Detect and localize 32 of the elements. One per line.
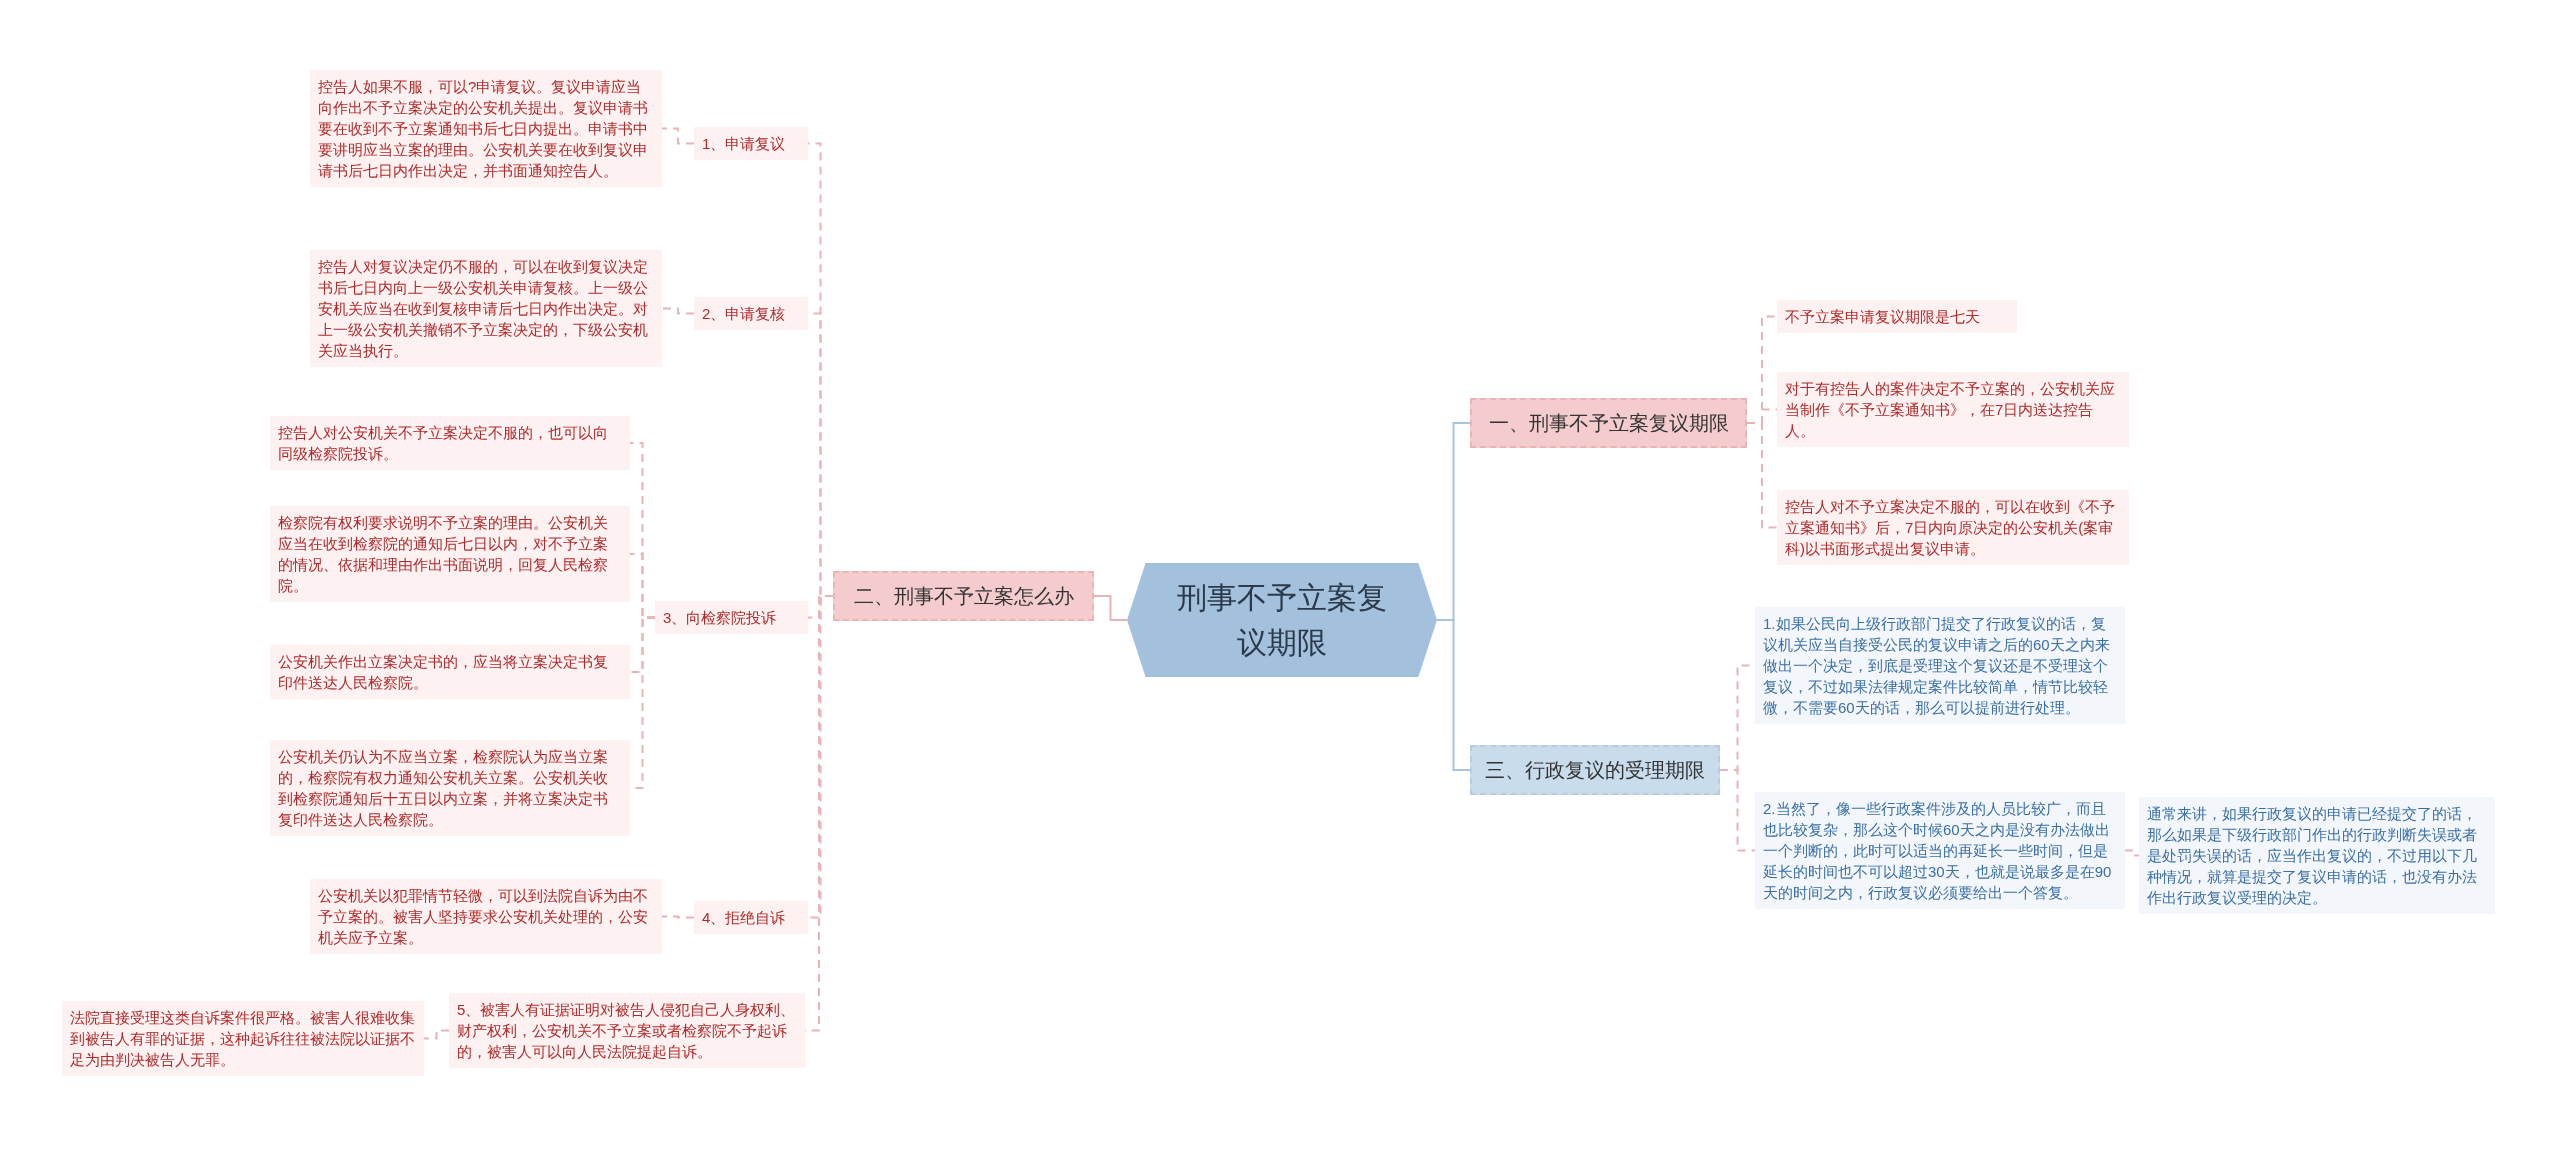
- text-card: 2.当然了，像一些行政案件涉及的人员比较广，而且也比较复杂，那么这个时候60天之内是没有办法做出一个判断的，此时可以适当的再延长一些时间，但是延长的时间也不可以超过30天，也就是说最多是在90天的时间之内，行政复议必须要给出一个答复。: [1755, 792, 2125, 909]
- text-card: 不予立案申请复议期限是七天: [1777, 300, 2017, 333]
- branch-topic: 三、行政复议的受理期限: [1470, 745, 1720, 795]
- text-card: 控告人如果不服，可以?申请复议。复议申请应当向作出不予立案决定的公安机关提出。复议申请书要在收到不予立案通知书后七日内提出。申请书中要讲明应当立案的理由。公安机关要在收到复议申请书后七日内作出决定，并书面通知控告人。: [310, 70, 662, 187]
- text-card: 对于有控告人的案件决定不予立案的，公安机关应当制作《不予立案通知书》，在7日内送达控告人。: [1777, 372, 2129, 447]
- text-card: 法院直接受理这类自诉案件很严格。被害人很难收集到被告人有罪的证据，这种起诉往往被法院以证据不足为由判决被告人无罪。: [62, 1001, 424, 1076]
- text-card: 3、向检察院投诉: [655, 601, 808, 634]
- text-card: 5、被害人有证据证明对被告人侵犯自己人身权利、财产权利，公安机关不予立案或者检察院不予起诉的，被害人可以向人民法院提起自诉。: [449, 993, 805, 1068]
- connector-line: [423, 1029, 450, 1040]
- connector-line: [2124, 849, 2140, 857]
- text-card: 1.如果公民向上级行政部门提交了行政复议的话，复议机关应当自接受公民的复议申请之后的60天之内来做出一个决定，到底是受理这个复议还是不受理这个复议，不过如果法律规定案件比较简单，情节比较轻微，不需要60天的话，那么可以提前进行处理。: [1755, 607, 2125, 724]
- connector-line: [661, 915, 695, 919]
- connector-line: [1719, 769, 1756, 852]
- branch-topic: 二、刑事不予立案怎么办: [833, 571, 1094, 621]
- text-card: 公安机关以犯罪情节轻微，可以到法院自诉为由不予立案的。被害人坚持要求公安机关处理的，公安机关应予立案。: [310, 879, 662, 954]
- central-topic: 刑事不予立案复议期限: [1127, 563, 1437, 677]
- connector-line: [661, 307, 695, 315]
- text-card: 公安机关作出立案决定书的，应当将立案决定书复印件送达人民检察院。: [270, 645, 630, 699]
- text-card: 检察院有权利要求说明不予立案的理由。公安机关应当在收到检察院的通知后七日以内，对不予立案的情况、依据和理由作出书面说明，回复人民检察院。: [270, 506, 630, 602]
- branch-topic: 一、刑事不予立案复议期限: [1470, 398, 1747, 448]
- connector-line: [1093, 595, 1128, 621]
- text-card: 控告人对复议决定仍不服的，可以在收到复议决定书后七日内向上一级公安机关申请复核。上一级公安机关应当在收到复核申请后七日内作出决定。对上一级公安机关撤销不予立案决定的，下级公安机关应当执行。: [310, 250, 662, 367]
- connector-line: [1436, 619, 1471, 771]
- text-card: 控告人对不予立案决定不服的，可以在收到《不予立案通知书》后，7日内向原决定的公安机关(案审科)以书面形式提出复议申请。: [1777, 490, 2129, 565]
- text-card: 1、申请复议: [694, 127, 808, 160]
- connector-line: [661, 127, 695, 145]
- text-card: 控告人对公安机关不予立案决定不服的，也可以向同级检察院投诉。: [270, 416, 630, 470]
- text-card: 4、拒绝自诉: [694, 901, 808, 934]
- connector-line: [1746, 422, 1778, 529]
- text-card: 2、申请复核: [694, 297, 808, 330]
- text-card: 通常来讲，如果行政复议的申请已经提交了的话，那么如果是下级行政部门作出的行政判断失误或者是处罚失误的话，应当作出复议的，不过用以下几种情况，就算是提交了复议申请的话，也没有办法作出行政复议受理的决定。: [2139, 797, 2495, 914]
- text-card: 公安机关仍认为不应当立案，检察院认为应当立案的，检察院有权力通知公安机关立案。公安机关收到检察院通知后十五日以内立案，并将立案决定书复印件送达人民检察院。: [270, 740, 630, 836]
